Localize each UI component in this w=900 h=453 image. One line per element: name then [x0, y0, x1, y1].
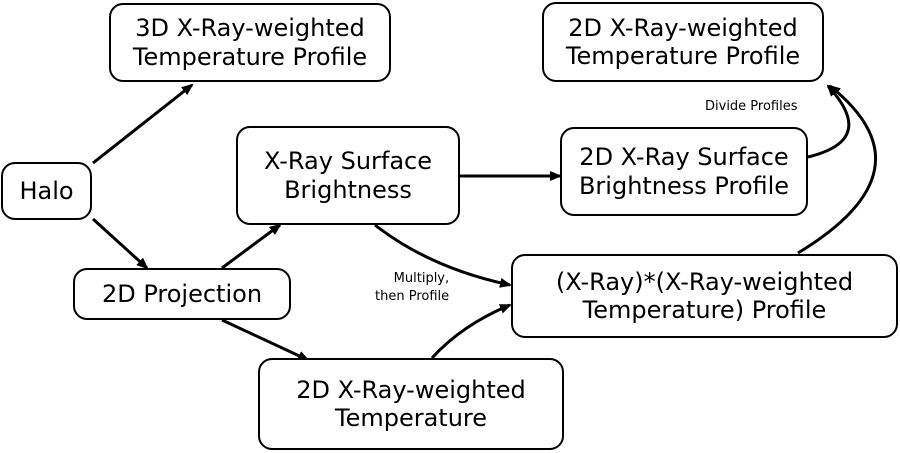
node-2d-projection: 2D Projection [73, 268, 291, 320]
node-xray-times-temperature-profile: (X-Ray)*(X-Ray-weighted Temperature) Pro… [511, 254, 898, 338]
arrow-sb-profile-to-2d-temp-profile [807, 84, 851, 159]
node-3d-xray-weighted-temperature-profile: 3D X-Ray-weighted Temperature Profile [109, 3, 391, 82]
node-2d-xray-surface-brightness-profile: 2D X-Ray Surface Brightness Profile [560, 127, 808, 216]
arrow-2d-projection-to-2d-temp [221, 318, 310, 362]
node-xray-surface-brightness: X-Ray Surface Brightness [236, 126, 460, 225]
node-2d-xray-weighted-temperature-profile: 2D X-Ray-weighted Temperature Profile [542, 2, 824, 82]
edge-label-divide-profiles: Divide Profiles [705, 99, 798, 114]
arrow-product-profile-to-2d-temp-profile [797, 84, 878, 255]
arrow-2d-projection-to-xray-sb [221, 223, 282, 270]
edge-label-multiply-then-profile: Multiply, then Profile [375, 271, 450, 304]
arrow-halo-to-2d-projection [91, 217, 149, 270]
arrow-2d-temp-to-product-profile [430, 303, 512, 360]
arrow-halo-to-3d-temp-profile [92, 83, 194, 165]
arrow-xray-sb-to-product-profile [374, 223, 512, 288]
node-2d-xray-weighted-temperature: 2D X-Ray-weighted Temperature [258, 358, 564, 450]
node-halo: Halo [1, 162, 92, 220]
